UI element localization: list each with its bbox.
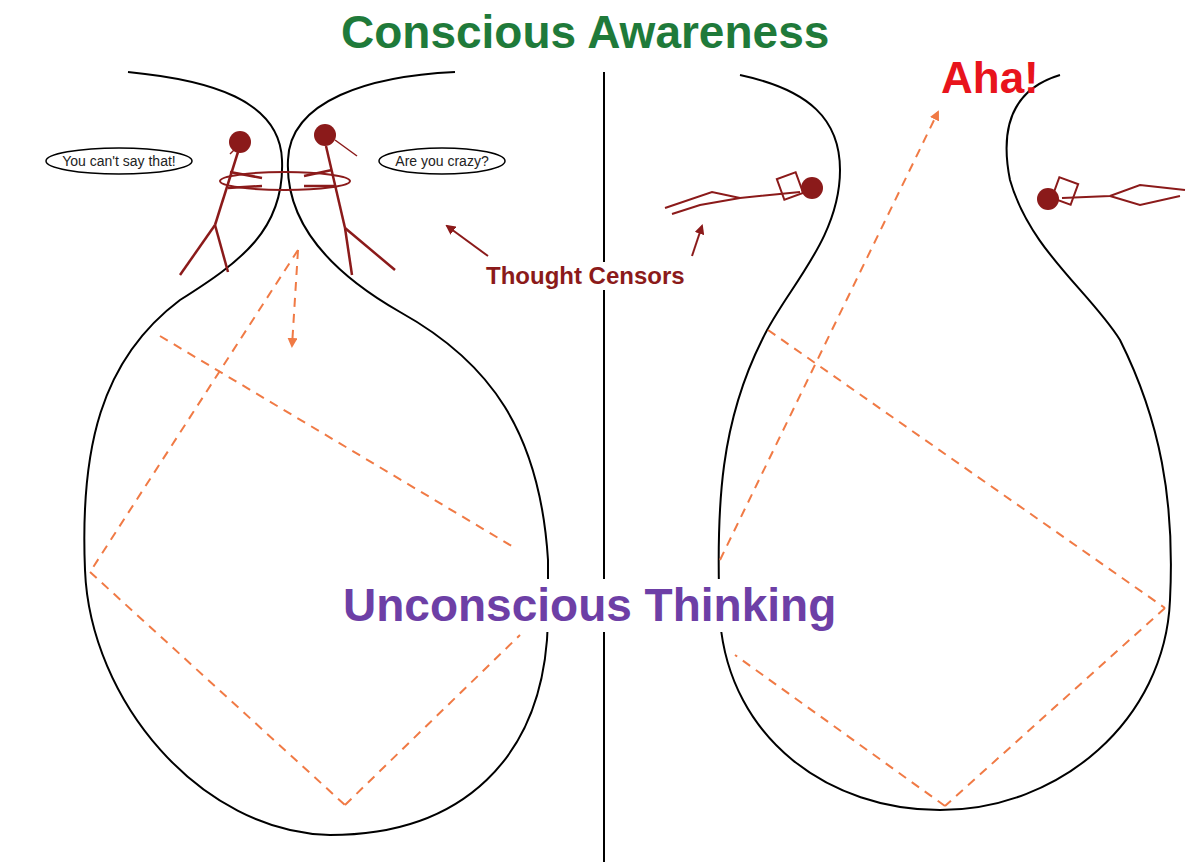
speech-bubble: Are you crazy? bbox=[378, 147, 506, 175]
censor-head bbox=[314, 124, 336, 146]
speech-leader bbox=[230, 148, 236, 154]
leader-arrow bbox=[447, 226, 488, 256]
bubble-ellipse bbox=[379, 148, 505, 174]
aha-label: Aha! bbox=[937, 53, 1043, 104]
left-flask bbox=[84, 72, 548, 835]
speech-text: Are you crazy? bbox=[395, 153, 488, 169]
right-flask bbox=[719, 75, 1171, 810]
speech-bubble: You can't say that! bbox=[45, 147, 193, 175]
censor-head bbox=[801, 177, 823, 199]
resting-censor bbox=[665, 172, 803, 214]
censor-head bbox=[229, 131, 251, 153]
leader-arrow bbox=[692, 226, 702, 256]
thought-path bbox=[720, 112, 1165, 806]
censor-head bbox=[1037, 188, 1059, 210]
censor-figure bbox=[180, 152, 262, 275]
speech-text: You can't say that! bbox=[62, 153, 175, 169]
barrier-lens bbox=[220, 172, 350, 190]
divider-line bbox=[603, 72, 605, 862]
thought-path bbox=[90, 250, 520, 805]
diagram-title: Conscious Awareness bbox=[335, 6, 835, 59]
resting-censor bbox=[1052, 177, 1185, 205]
group-label: Thought Censors bbox=[482, 262, 689, 290]
speech-leader bbox=[335, 140, 357, 156]
bubble-ellipse bbox=[46, 148, 192, 174]
region-label: Unconscious Thinking bbox=[339, 579, 840, 632]
